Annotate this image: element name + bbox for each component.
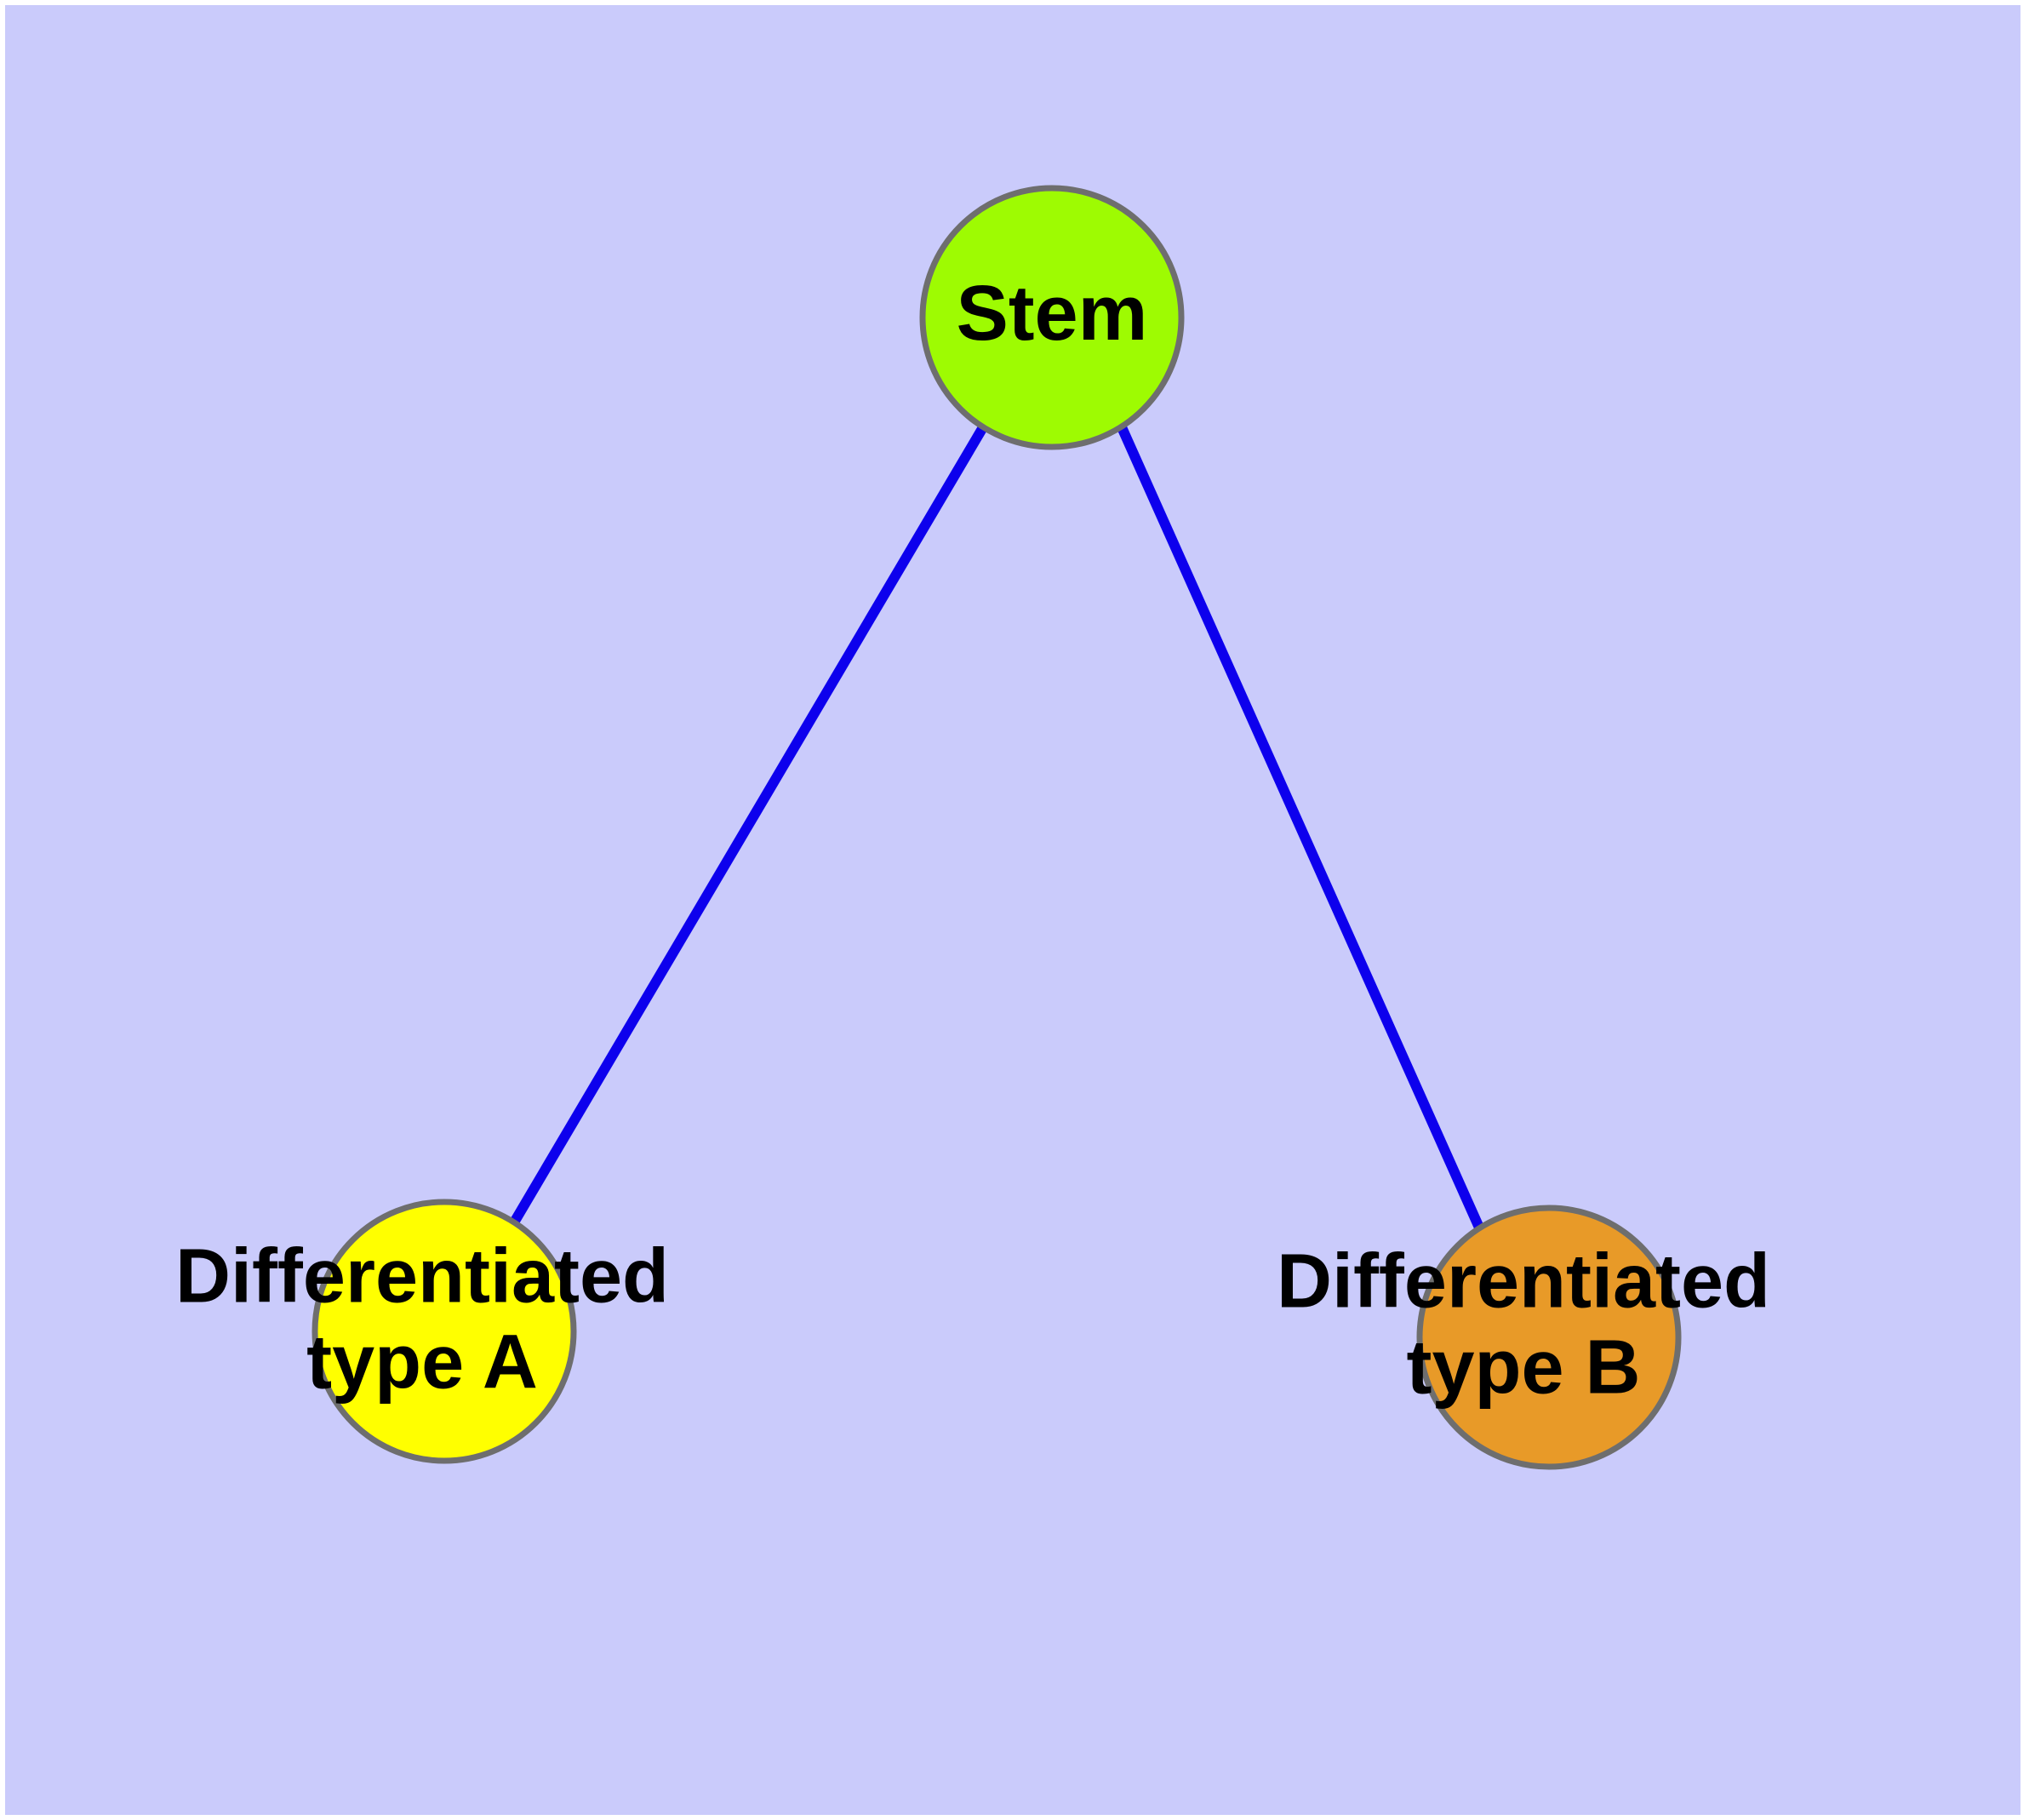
node-stem[interactable] xyxy=(919,185,1185,450)
node-label-line: Differentiated xyxy=(175,1233,669,1319)
node-label-line: Stem xyxy=(957,270,1148,357)
node-label-line: type B xyxy=(1406,1325,1640,1410)
node-label-line: type A xyxy=(306,1319,538,1405)
edge-stem-to-diff-a[interactable] xyxy=(509,424,988,1226)
edge-stem-to-diff-b[interactable] xyxy=(1117,425,1484,1230)
node-label-stem: Stem xyxy=(957,270,1148,357)
node-differentiated-type-b[interactable] xyxy=(1416,1205,1682,1470)
node-label-line: Differentiated xyxy=(1277,1239,1770,1324)
node-layer xyxy=(311,185,1682,1470)
edge-layer xyxy=(509,424,1484,1230)
node-differentiated-type-a[interactable] xyxy=(311,1199,577,1464)
